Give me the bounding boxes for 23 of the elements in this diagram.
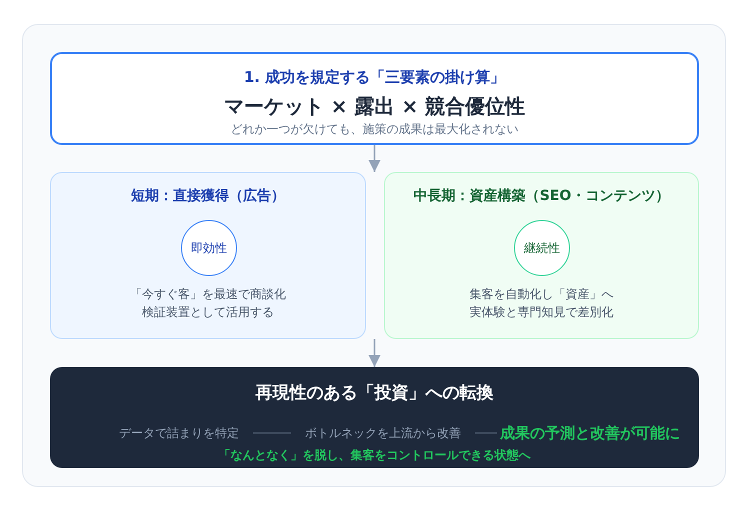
arrow [368,145,380,172]
badge-circle: 即効性 [181,220,237,276]
connector-line [253,432,291,434]
step-text: データで詰まりを特定 [105,423,253,443]
summary-text: 「なんとなく」を脱し、集客をコントロールできる状態へ [218,447,532,463]
panel-title: 再現性のある「投資」への転換 [254,382,494,405]
subtitle-text: どれか一つが欠けても、施策の成果は最大化されない [230,121,520,137]
badge-circle: 継続性 [514,220,570,276]
panel-title: 短期：直接獲得（広告） [130,186,286,206]
description-text: 「今すぐ客」を最速で商談化 [129,286,287,303]
connector-line [475,432,497,434]
result-panel [50,367,699,468]
step-text: ボトルネックを上流から改善 [291,423,475,443]
result-text: 成果の予測と改善が可能に [497,422,680,444]
formula-text: マーケット × 露出 × 競合優位性 [222,93,526,120]
heading-box [50,52,699,145]
box-title: 1. 成功を規定する「三要素の掛け算」 [242,67,506,88]
panel-title: 中長期：資産構築（SEO・コンテンツ） [412,186,670,206]
description-text: 集客を自動化し「資産」へ [468,286,614,303]
panel-card [50,172,366,339]
panel-card [384,172,699,339]
description-text: 検証装置として活用する [141,304,275,321]
description-text: 実体験と専門知見で差別化 [468,304,614,321]
